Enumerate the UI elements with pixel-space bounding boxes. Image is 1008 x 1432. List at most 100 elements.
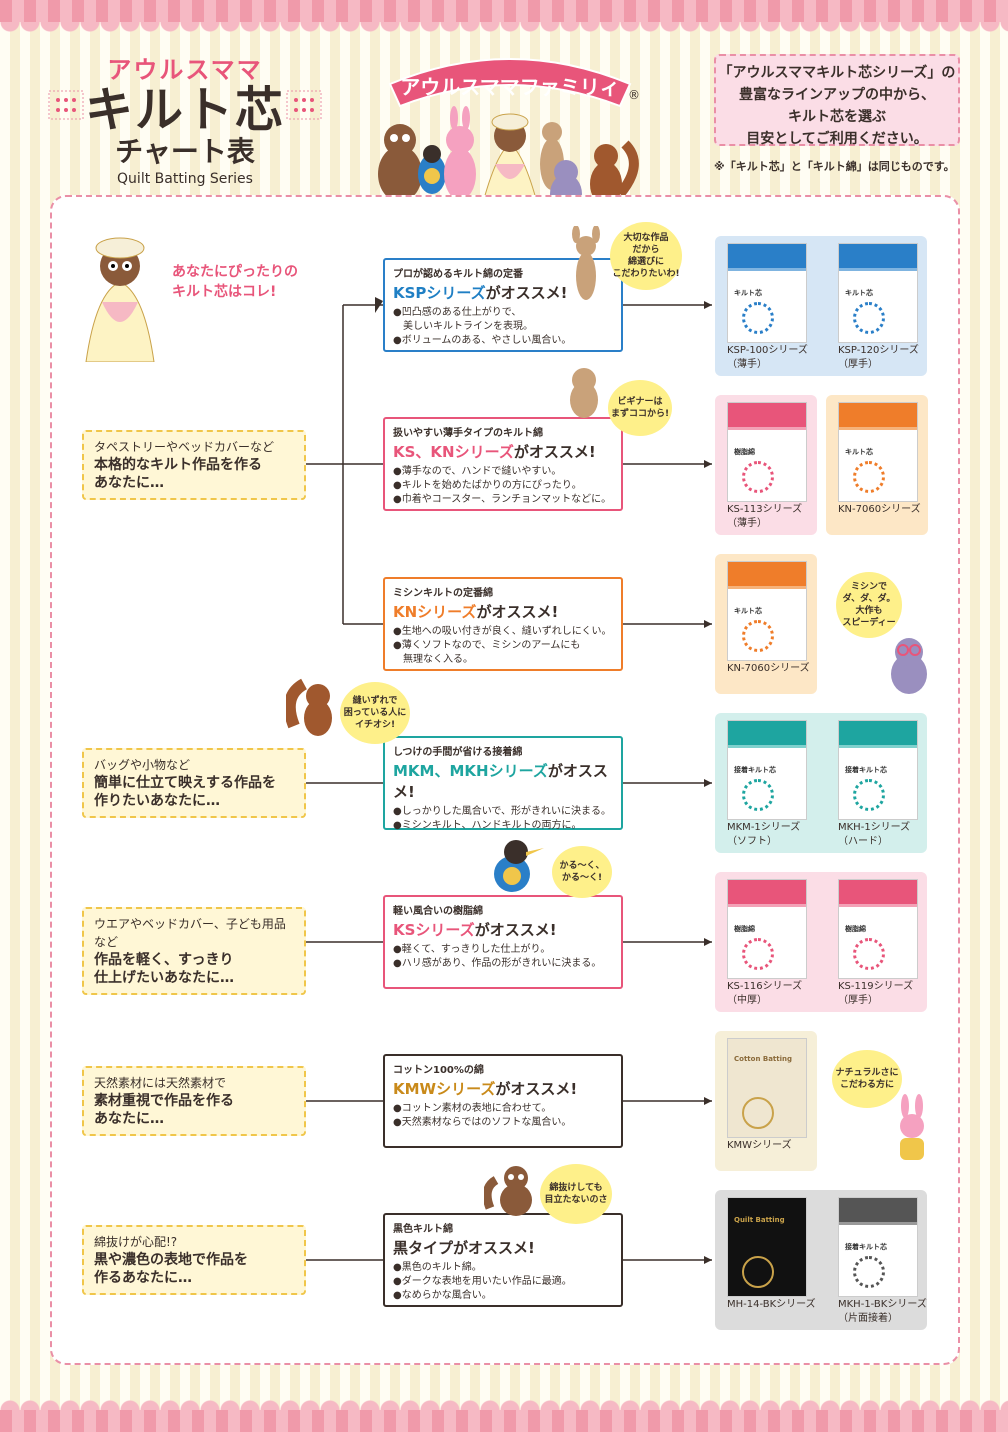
rec-box-black: 黒色キルト綿 黒タイプがオススメ! ●黒色のキルト綿。 ●ダークな表地を用いたい… [383, 1213, 623, 1307]
intro-line: あなたにぴったりの [172, 264, 298, 280]
product-package-image: Cotton Batting [727, 1038, 807, 1138]
logo-text: アウルスママファミリィ [400, 75, 619, 99]
bubble-line: かる〜く! [561, 873, 603, 883]
speech-bubble: 縫いずれで困っている人にイチオシ! [340, 682, 410, 744]
rabbit-icon [900, 1094, 924, 1160]
product-card[interactable]: キルト芯 KSP-120シリーズ （厚手） [838, 243, 938, 371]
package-label: キルト芯 [734, 289, 762, 297]
rec-point: ●巾着やコースター、ランチョンマットなどに。 [393, 494, 612, 505]
rec-suffix: がオススメ! [485, 284, 568, 302]
product-package-image: キルト芯 [838, 402, 918, 502]
bubble-line: ビギナーは [617, 397, 663, 407]
rec-category: ミシンキルトの定番綿 [393, 588, 493, 599]
product-sub: （厚手） [838, 995, 878, 1006]
stitch-deco-icon [286, 90, 322, 120]
bubble-line: ナチュラルさに [835, 1068, 899, 1078]
rec-box-ks: 軽い風合いの樹脂綿 KSシリーズがオススメ! ●軽くて、すっきりした仕上がり。 … [383, 895, 623, 989]
product-card[interactable]: Cotton Batting KMWシリーズ [727, 1038, 827, 1152]
question-line: 素材重視で作品を作る [94, 1093, 234, 1109]
product-card[interactable]: Quilt Batting MH-14-BKシリーズ [727, 1197, 827, 1311]
speech-bubble: ナチュラルさにこだわる方に [832, 1050, 902, 1108]
product-card[interactable]: 樹脂綿 KS-113シリーズ （薄手） [727, 402, 827, 530]
note-line: 「アウルスママキルト芯シリーズ」の [718, 65, 956, 81]
rec-point: ●ダークな表地を用いたい作品に最適。 [393, 1276, 572, 1287]
product-sub: （ハード） [838, 836, 888, 847]
rec-series: 黒タイプ [393, 1239, 454, 1257]
product-name: KSP-100シリーズ [727, 345, 808, 356]
product-card[interactable]: キルト芯 KSP-100シリーズ （薄手） [727, 243, 827, 371]
rec-point: 美しいキルトラインを表現。 [393, 321, 533, 332]
product-package-image: 接着キルト芯 [838, 720, 918, 820]
bubble-line: 縫いずれで [352, 696, 398, 706]
question-line: 仕上げたいあなたに… [94, 970, 234, 986]
product-package-image: 接着キルト芯 [727, 720, 807, 820]
rec-series: KS、KNシリーズ [393, 443, 514, 461]
bubble-line: 大切な作品 [623, 233, 669, 243]
note-line: 豊富なラインアップの中から、 [739, 87, 935, 103]
product-package-image: 樹脂綿 [727, 879, 807, 979]
product-sub: （薄手） [727, 359, 767, 370]
rec-category: コットン100%の綿 [393, 1065, 484, 1076]
question-line: バッグや小物など [94, 758, 191, 772]
product-name: KS-113シリーズ [727, 504, 803, 515]
rec-box-kn: ミシンキルトの定番綿 KNシリーズがオススメ! ●生地への吸い付きが良く、縫いず… [383, 577, 623, 671]
rec-point: ●黒色のキルト綿。 [393, 1262, 482, 1273]
question-line: 作るあなたに… [94, 1270, 192, 1286]
bubble-line: まずココから! [610, 409, 670, 419]
rec-suffix: がオススメ! [476, 603, 559, 621]
product-name: KS-116シリーズ [727, 981, 803, 992]
bubble-line: 綿選びに [627, 257, 664, 267]
rec-point: ●ボリュームのある、やさしい風合い。 [393, 335, 572, 346]
product-sub: （ソフト） [727, 836, 777, 847]
bubble-line: だから [632, 245, 660, 255]
product-card[interactable]: 樹脂綿 KS-116シリーズ （中厚） [727, 879, 827, 1007]
product-card[interactable]: 接着キルト芯 MKH-1-BKシリーズ （片面接着） [838, 1197, 938, 1325]
page-title: キルト芯 [84, 82, 285, 138]
rec-point: ●ハリ感があり、作品の形がきれいに決まる。 [393, 958, 602, 969]
rec-point: ●軽くて、すっきりした仕上がり。 [393, 944, 551, 955]
package-label: 接着キルト芯 [734, 766, 776, 774]
rec-box-mkm-mkh: しつけの手間が省ける接着綿 MKM、MKHシリーズがオススメ! ●しっかりした風… [383, 736, 623, 831]
product-name: KN-7060シリーズ [727, 663, 810, 674]
product-name: MKH-1-BKシリーズ [838, 1299, 927, 1310]
product-card[interactable]: 接着キルト芯 MKH-1シリーズ （ハード） [838, 720, 938, 848]
question-line: 綿抜けが心配!? [94, 1235, 178, 1249]
package-label: Quilt Batting [734, 1216, 785, 1224]
product-card[interactable]: キルト芯 KN-7060シリーズ [838, 402, 938, 516]
question-line: あなたに… [94, 475, 164, 491]
rec-point: 無理なく入る。 [393, 654, 473, 665]
product-package-image: 接着キルト芯 [838, 1197, 918, 1297]
product-card[interactable]: 接着キルト芯 MKM-1シリーズ （ソフト） [727, 720, 827, 848]
rec-category: 軽い風合いの樹脂綿 [393, 906, 483, 917]
title-english: Quilt Batting Series [117, 170, 253, 187]
product-card[interactable]: 樹脂綿 KS-119シリーズ （厚手） [838, 879, 938, 1007]
logo-registered-mark: ® [628, 88, 640, 102]
question-line: 作りたいあなたに… [94, 793, 220, 809]
package-label: Cotton Batting [734, 1055, 793, 1063]
rec-series: KNシリーズ [393, 603, 477, 621]
rec-suffix: がオススメ! [495, 1080, 578, 1098]
product-card[interactable]: キルト芯 KN-7060シリーズ [727, 561, 827, 675]
package-label: キルト芯 [734, 607, 762, 615]
question-box-full-quilt: タペストリーやベッドカバーなど 本格的なキルト作品を作る あなたに… [82, 430, 306, 500]
rec-category: しつけの手間が省ける接着綿 [393, 747, 523, 758]
bubble-line: こだわりたいわ! [612, 269, 680, 279]
rec-suffix: がオススメ! [513, 443, 596, 461]
rec-point: ●凹凸感のある仕上がりで、 [393, 307, 522, 318]
rec-point: ●天然素材ならではのソフトな風合い。 [393, 1117, 572, 1128]
rec-box-ks-kn: 扱いやすい薄手タイプのキルト綿 KS、KNシリーズがオススメ! ●薄手なので、ハ… [383, 417, 623, 511]
mole-icon [891, 638, 927, 694]
bubble-line: 困っている人に [343, 708, 407, 718]
bubble-line: かる〜く、 [559, 861, 605, 871]
product-package-image: キルト芯 [727, 243, 807, 343]
deer-peeking-icon [570, 368, 598, 418]
rec-point: ●コットン素材の表地に合わせて。 [393, 1103, 552, 1114]
product-name: MH-14-BKシリーズ [727, 1299, 816, 1310]
family-logo: アウルスママファミリィ ® [370, 44, 650, 224]
question-line: あなたに… [94, 1111, 164, 1127]
question-line: タペストリーやベッドカバーなど [94, 440, 275, 454]
product-package-image: キルト芯 [838, 243, 918, 343]
question-box-bags: バッグや小物など 簡単に仕立て映えする作品を 作りたいあなたに… [82, 748, 306, 818]
bubble-line: 目立たないのさ [544, 1195, 608, 1205]
package-label: 接着キルト芯 [845, 1243, 887, 1251]
